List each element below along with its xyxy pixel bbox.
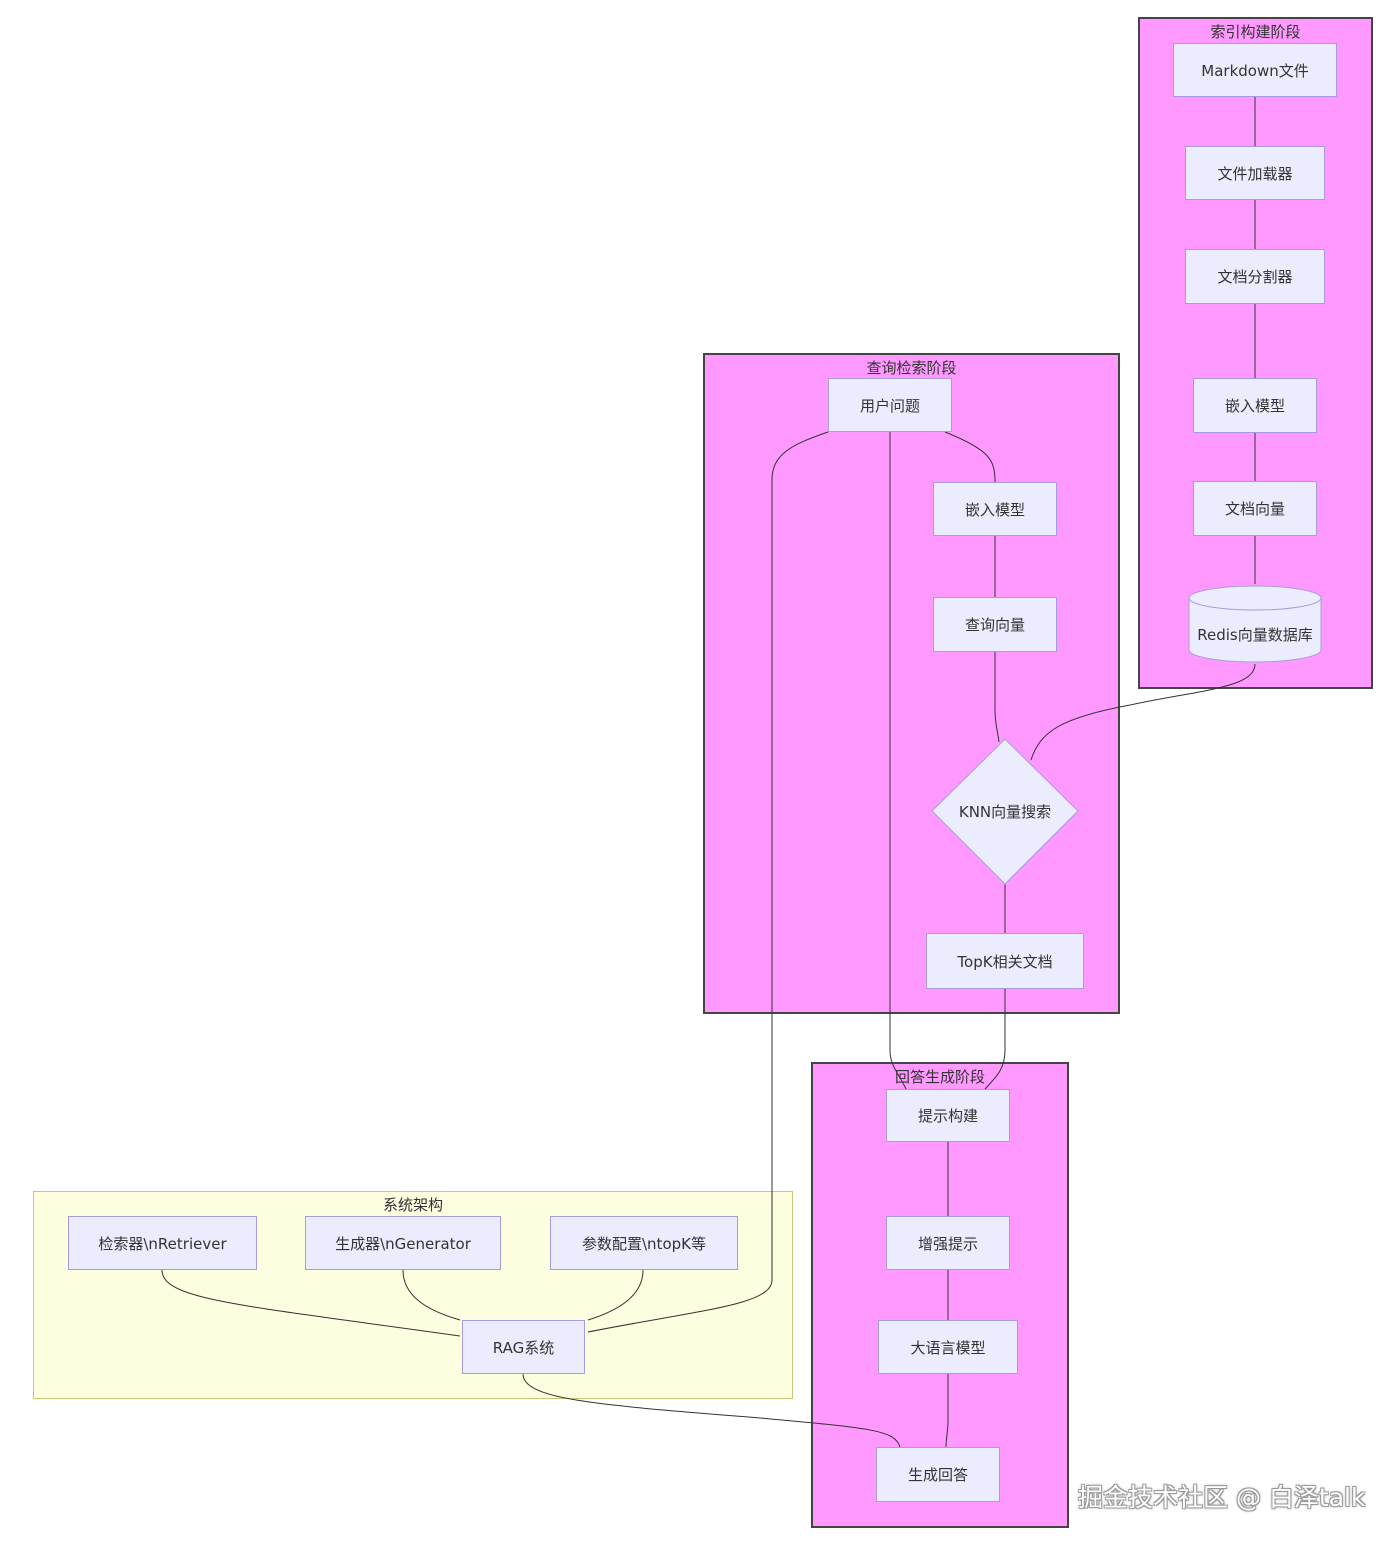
edge-rag-answer xyxy=(522,1373,901,1448)
node-document-splitter[interactable]: 文档分割器 xyxy=(1185,249,1325,304)
edge-topk-prompt xyxy=(984,989,1006,1090)
edge-llm-answer xyxy=(945,1374,949,1448)
watermark: 掘金技术社区 @ 白泽talk xyxy=(1078,1483,1366,1512)
node-query-vector[interactable]: 查询向量 xyxy=(933,597,1057,652)
node-large-language-model[interactable]: 大语言模型 xyxy=(878,1320,1018,1374)
node-augmented-prompt[interactable]: 增强提示 xyxy=(886,1216,1010,1270)
edge-retriever-rag xyxy=(161,1269,461,1337)
node-topk-documents[interactable]: TopK相关文档 xyxy=(926,933,1084,989)
edge-redis-knn xyxy=(1030,663,1256,761)
edge-generator-rag xyxy=(402,1269,461,1321)
redis-cylinder-shape xyxy=(1188,585,1322,663)
edge-config-rag xyxy=(587,1269,644,1321)
redis-cylinder-top xyxy=(1188,597,1322,611)
node-user-question[interactable]: 用户问题 xyxy=(828,378,952,432)
edge-question-rag xyxy=(587,431,829,1333)
node-parameter-config[interactable]: 参数配置\ntopK等 xyxy=(550,1216,738,1270)
knn-diamond-shape xyxy=(931,738,1079,885)
group-answer-title: 回答生成阶段 xyxy=(894,1068,985,1086)
node-markdown-file[interactable]: Markdown文件 xyxy=(1173,43,1337,97)
node-redis-vector-db[interactable]: Redis向量数据库 xyxy=(1197,626,1313,644)
edge-question-embed xyxy=(944,431,996,483)
node-retriever[interactable]: 检索器\nRetriever xyxy=(68,1216,257,1270)
group-query-title: 查询检索阶段 xyxy=(866,359,957,377)
node-embedding-model-index[interactable]: 嵌入模型 xyxy=(1193,378,1317,433)
node-generate-answer[interactable]: 生成回答 xyxy=(876,1447,1000,1502)
group-system-title: 系统架构 xyxy=(382,1196,443,1214)
edge-queryvector-knn xyxy=(994,652,1000,743)
node-embedding-model-query[interactable]: 嵌入模型 xyxy=(933,482,1057,536)
node-file-loader[interactable]: 文件加载器 xyxy=(1185,146,1325,200)
node-document-vector[interactable]: 文档向量 xyxy=(1193,481,1317,536)
node-prompt-build[interactable]: 提示构建 xyxy=(886,1089,1010,1142)
node-knn-search[interactable]: KNN向量搜索 xyxy=(958,803,1052,821)
edge-question-prompt xyxy=(889,432,907,1090)
node-rag-system[interactable]: RAG系统 xyxy=(462,1320,585,1374)
node-generator[interactable]: 生成器\nGenerator xyxy=(305,1216,501,1270)
group-index-title: 索引构建阶段 xyxy=(1210,23,1301,41)
